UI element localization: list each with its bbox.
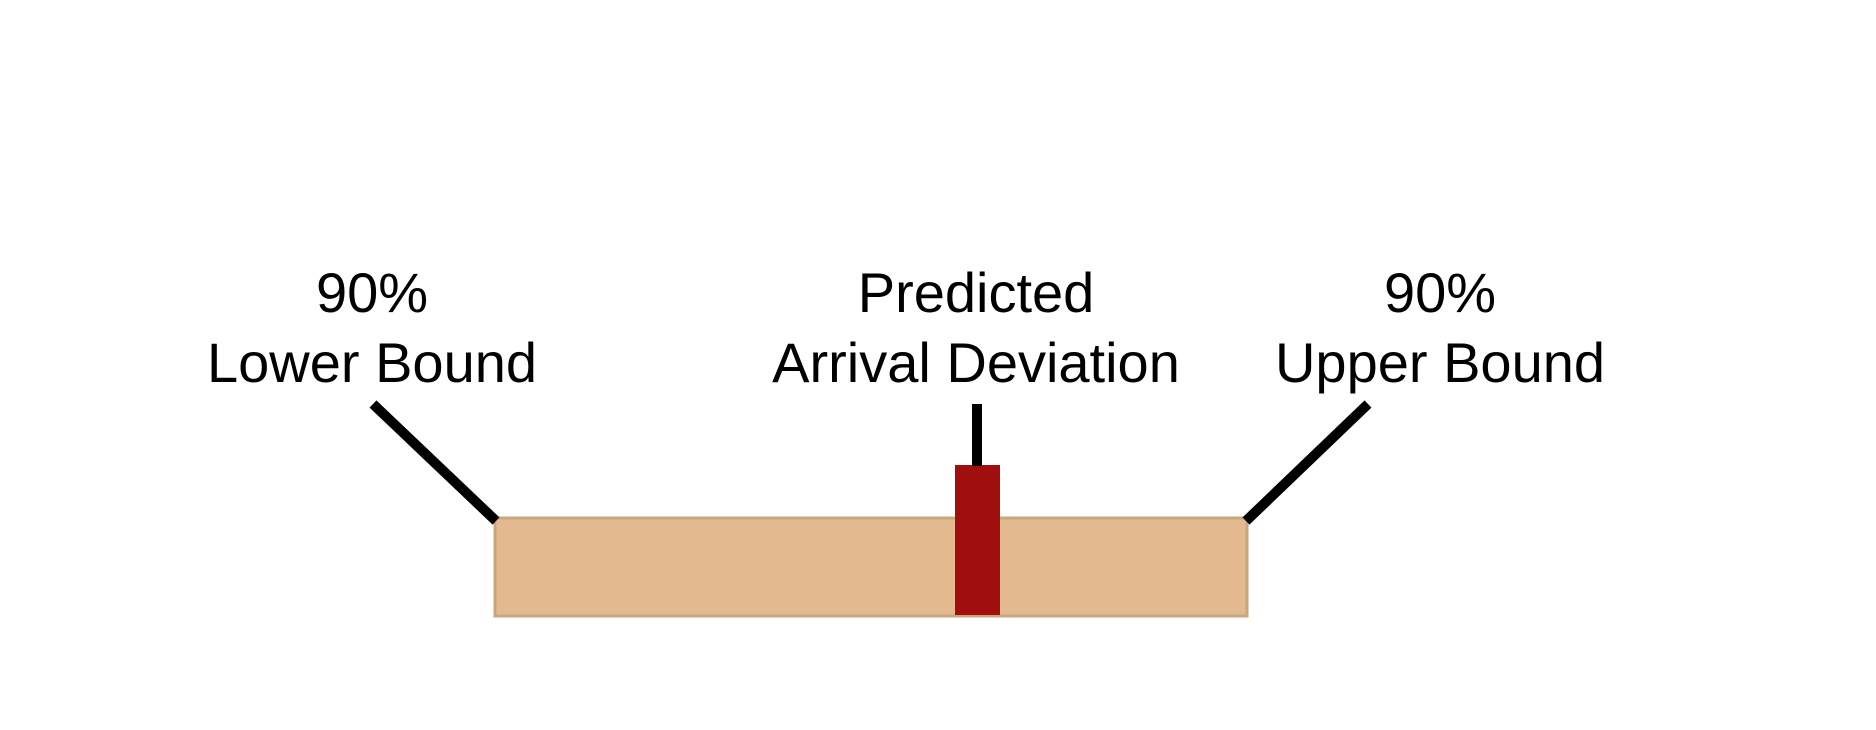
predicted-value-marker [955, 465, 1000, 615]
lower-bound-label: 90% Lower Bound [207, 258, 537, 398]
predicted-label: Predicted Arrival Deviation [772, 258, 1180, 398]
lower-bound-label-line1: 90% [315, 261, 429, 324]
upper-bound-label-line1: 90% [1383, 261, 1497, 324]
predicted-label-line2: Arrival Deviation [772, 331, 1180, 394]
prediction-interval-bar [493, 516, 1249, 618]
upper-bound-label: 90% Upper Bound [1275, 258, 1605, 398]
lower-bound-label-line2: Lower Bound [206, 331, 538, 394]
upper-bound-leader-line [1242, 400, 1372, 525]
predicted-label-line1: Predicted [857, 261, 1095, 324]
lower-bound-leader-line [369, 400, 500, 525]
upper-bound-label-line2: Upper Bound [1274, 331, 1606, 394]
